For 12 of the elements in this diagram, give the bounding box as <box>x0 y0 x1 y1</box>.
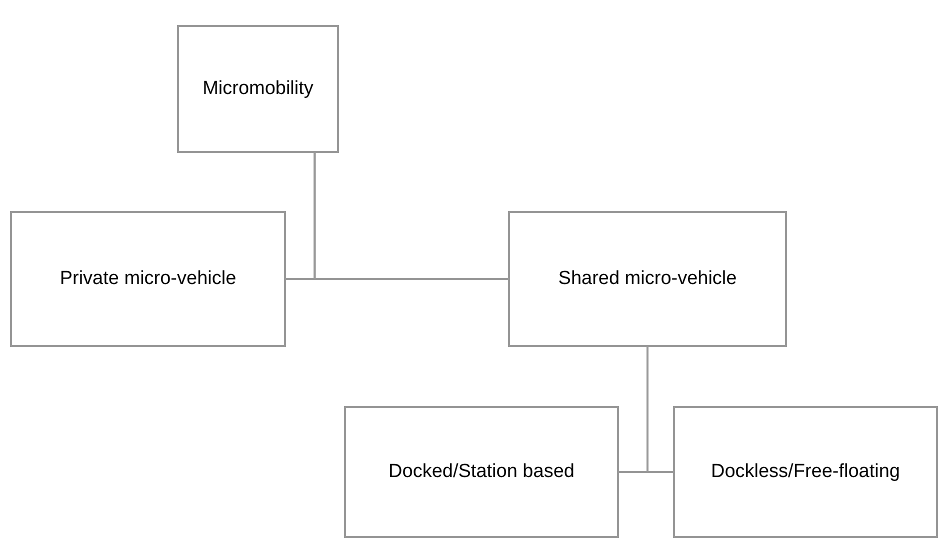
category-box <box>508 211 787 347</box>
connector-line <box>646 347 673 473</box>
box-label: Private micro-vehicle <box>60 266 236 291</box>
box-label: Dockless/Free-floating <box>710 460 900 484</box>
box-label: Shared micro-vehicle <box>558 266 737 291</box>
category-box <box>10 211 286 347</box>
category-box <box>344 406 619 538</box>
category-box <box>673 406 938 538</box>
category-box <box>177 25 339 153</box>
connector-line <box>314 153 508 280</box>
box-label: Docked/Station based <box>388 460 574 484</box>
box-label: Micromobility <box>202 76 314 101</box>
